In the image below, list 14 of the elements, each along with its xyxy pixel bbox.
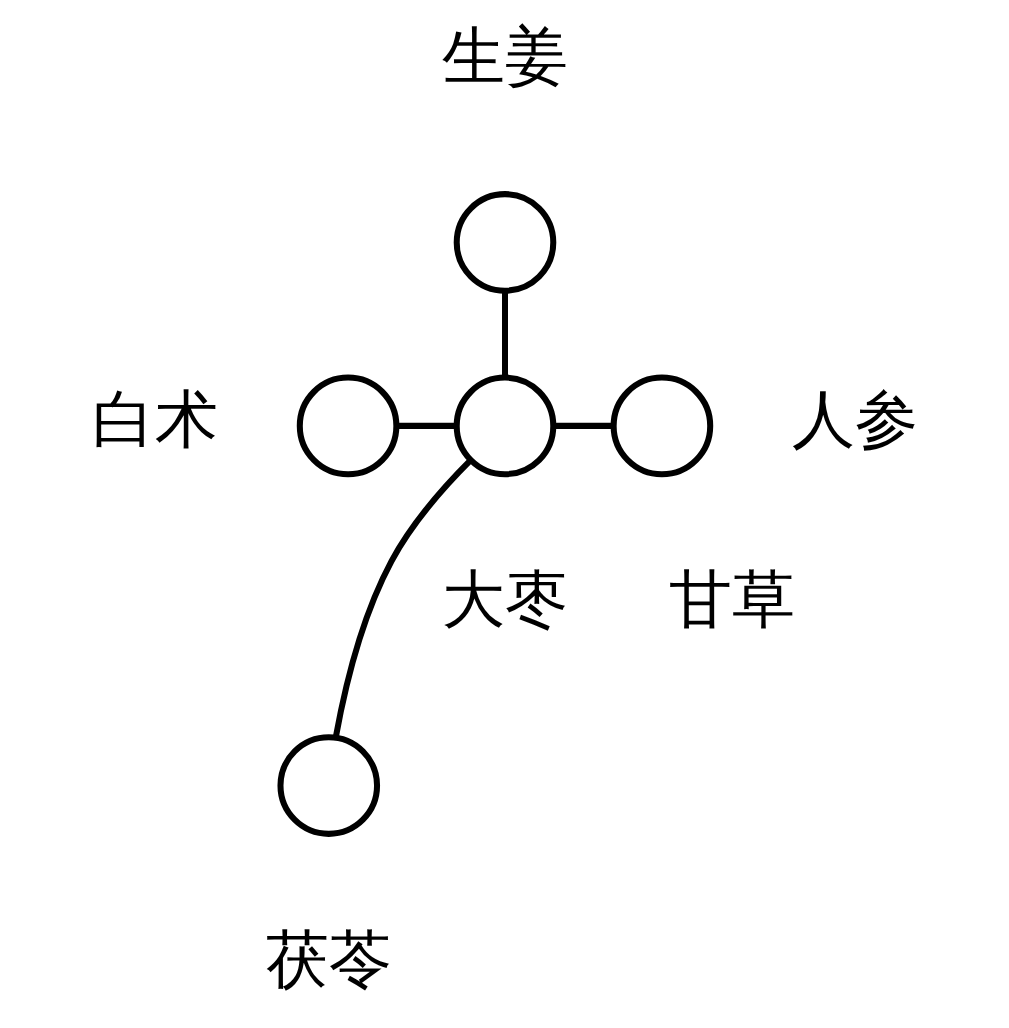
node-label: 甘草 — [668, 562, 795, 636]
node-label: 生姜 — [441, 19, 568, 93]
node-circle — [276, 734, 380, 837]
node-label: 白术 — [91, 383, 218, 457]
node-circle — [453, 374, 556, 478]
node-circle — [610, 374, 713, 478]
connector — [396, 422, 457, 429]
node-circle — [296, 374, 399, 478]
node-label: 人参 — [791, 383, 918, 457]
node-label: 大枣 — [441, 562, 568, 636]
node-label: 茯苓 — [265, 922, 392, 996]
connector — [501, 290, 508, 377]
node-circle — [453, 191, 556, 294]
connector — [332, 458, 473, 739]
